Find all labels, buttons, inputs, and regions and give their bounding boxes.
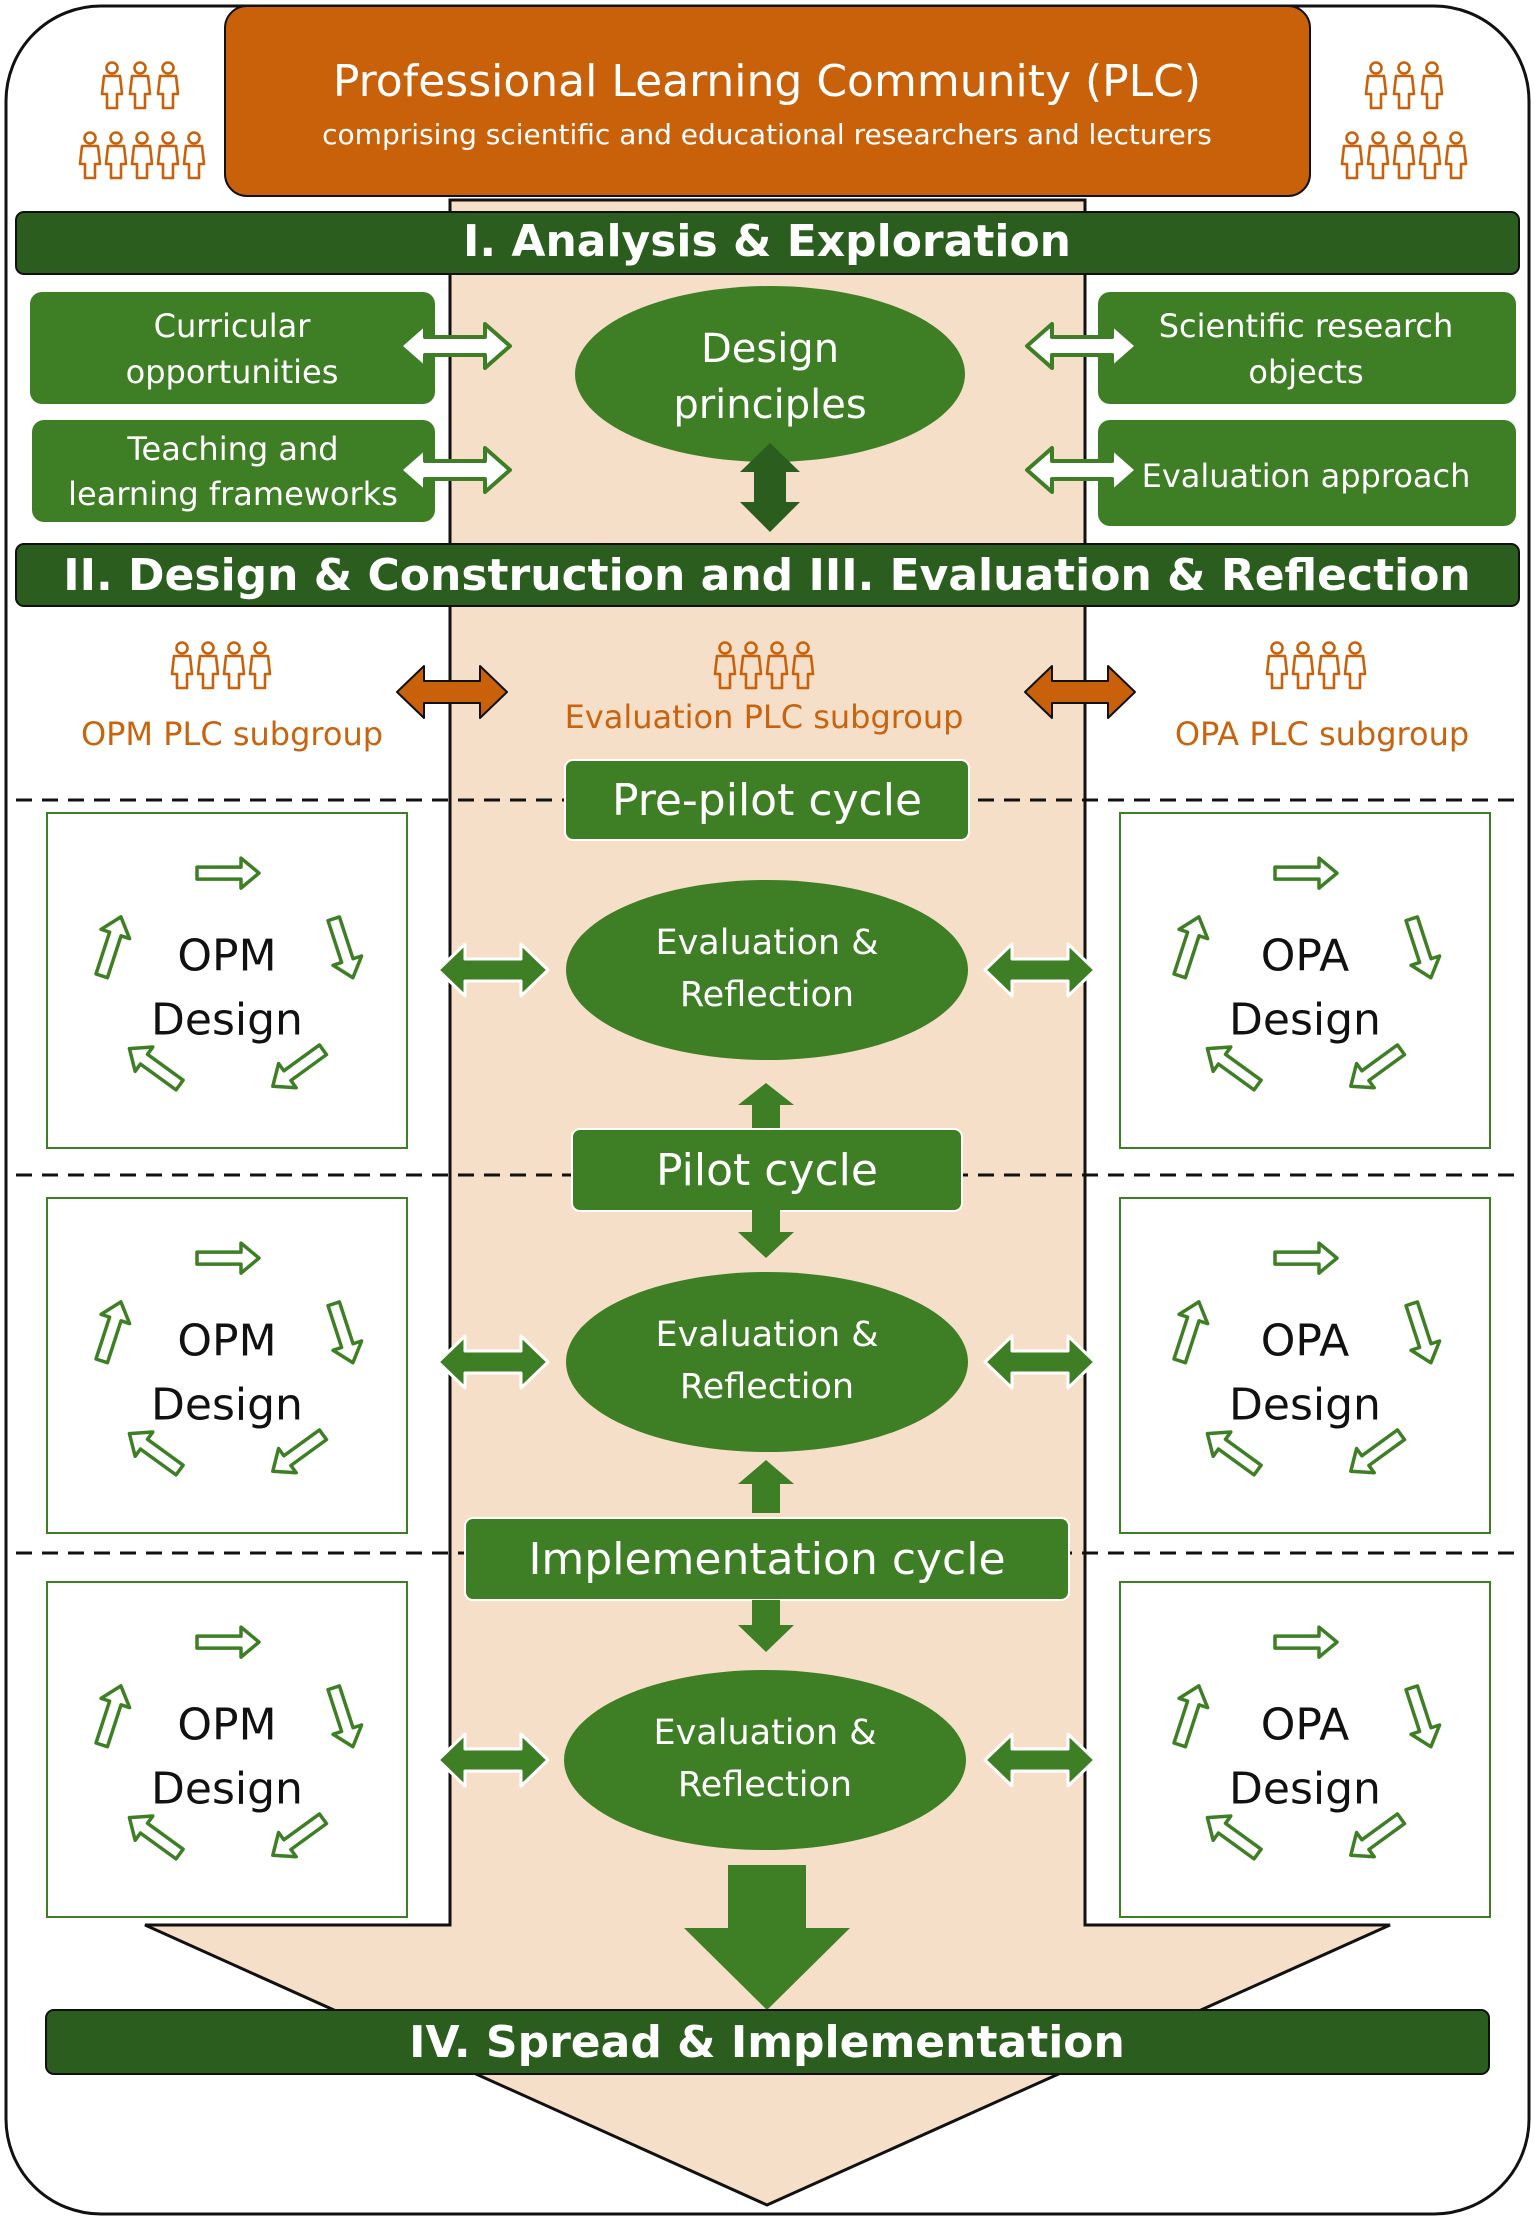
evaluation-approach-box [1098,420,1516,526]
phase-spread-title: IV. Spread & Implementation [409,2017,1125,2068]
phase-analysis-bar [15,211,1520,275]
design-principles-line1: Design [701,326,839,372]
scientific-line1: Scientific research [1159,307,1454,345]
evaluation-line2: Reflection [680,1367,854,1407]
evaluation-line1: Evaluation & [653,1713,876,1753]
evaluation-line1: Evaluation & [655,1315,878,1355]
design-label: Design [151,1380,303,1431]
opm-subgroup-label: OPM PLC subgroup [81,715,383,753]
evaluation-reflection-ellipse [566,880,968,1060]
cycle-row: OPM Design OPA Design Evaluation & Reflection… [46,1517,1491,1918]
cycle-row: OPM Design OPA Design Evaluation & Reflection… [46,759,1491,1149]
design-title: OPA [1261,1700,1349,1751]
scientific-box [1098,292,1516,404]
evaluation-line2: Reflection [678,1765,852,1805]
curricular-box [30,292,435,404]
design-principles-line2: principles [673,382,866,428]
curricular-line1: Curricular [154,307,312,345]
phase-design-title: II. Design & Construction and III. Evalu… [63,550,1471,601]
cycle-label: Implementation cycle [528,1534,1005,1585]
phase-analysis-title: I. Analysis & Exploration [463,216,1071,267]
evaluation-line2: Reflection [680,975,854,1015]
design-label: Design [1229,1380,1381,1431]
design-label: Design [1229,1764,1381,1815]
design-title: OPA [1261,931,1349,982]
evaluation-reflection-ellipse [564,1670,966,1850]
phase-spread-bar [45,2009,1490,2075]
cycle-label: Pilot cycle [656,1145,878,1196]
flow-arrows [684,1083,850,2010]
cycle-separators [16,798,1519,1555]
cycle-label: Pre-pilot cycle [612,775,922,826]
evaluation-subgroup-label: Evaluation PLC subgroup [565,698,964,736]
plc-subtitle: comprising scientific and educational re… [322,118,1212,151]
cycle-row: OPM Design OPA Design Evaluation & Reflection… [46,1128,1491,1534]
design-label: Design [151,995,303,1046]
evaluation-line1: Evaluation & [655,923,878,963]
design-title: OPA [1261,1316,1349,1367]
design-title: OPM [177,1316,276,1367]
plc-title: Professional Learning Community (PLC) [333,56,1201,107]
double-arrow-icon [740,443,800,532]
design-label: Design [1229,995,1381,1046]
design-principles-ellipse [575,286,965,462]
evaluation-approach-label: Evaluation approach [1142,457,1471,495]
opa-subgroup-label: OPA PLC subgroup [1175,715,1469,753]
scientific-line2: objects [1248,353,1363,391]
phase-design-bar [15,543,1520,607]
plc-header [224,5,1311,197]
down-arrow-icon [684,1865,850,2010]
design-label: Design [151,1764,303,1815]
teaching-box [32,420,435,522]
cycle-label-box [564,759,970,841]
teaching-line2: learning frameworks [68,475,398,513]
teaching-line1: Teaching and [126,430,338,468]
curricular-line2: opportunities [126,353,339,391]
evaluation-reflection-ellipse [566,1272,968,1452]
design-title: OPM [177,931,276,982]
design-title: OPM [177,1700,276,1751]
